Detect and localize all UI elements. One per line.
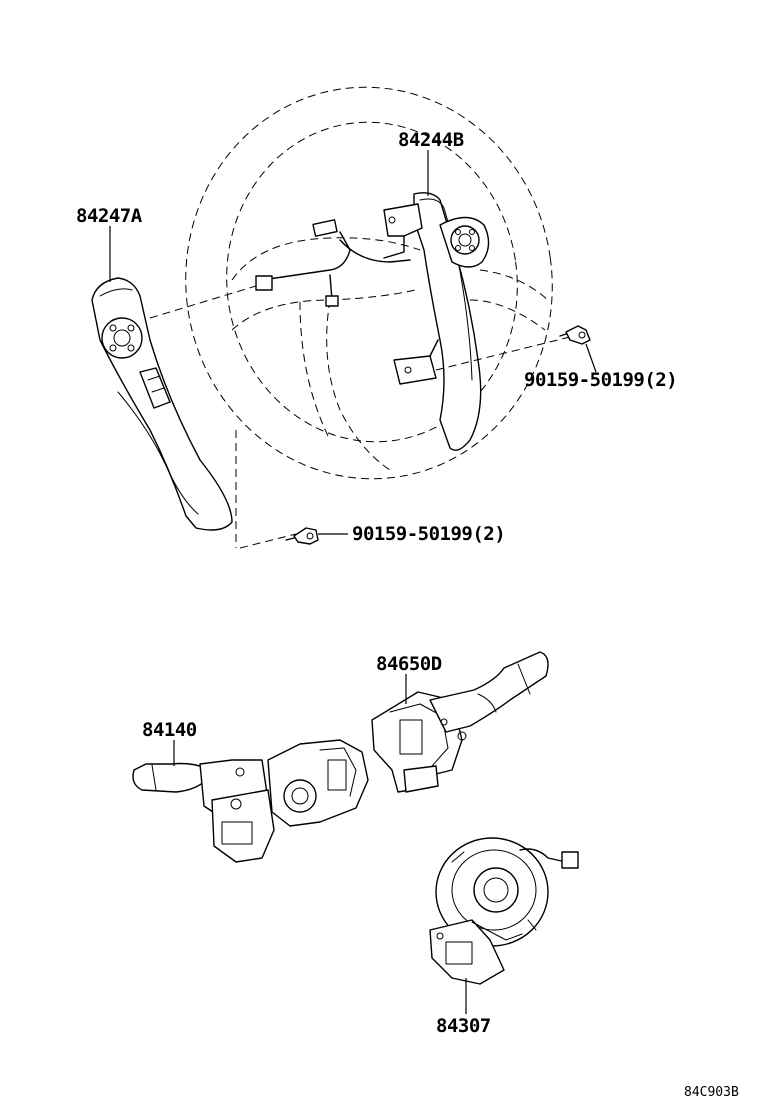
label-84650D: 84650D (376, 653, 442, 675)
label-84140: 84140 (142, 719, 197, 741)
wheel-wire-harness (255, 219, 411, 307)
switch-bezel-right-84244B (383, 192, 490, 451)
guide-left-to-wheel (149, 285, 257, 319)
spiral-cable-84307 (429, 837, 579, 985)
guide-right-bolt (435, 335, 575, 371)
label-bolt-lower: 90159-50199(2) (352, 523, 505, 545)
turn-signal-switch-84140 (132, 739, 369, 863)
label-bolt-upper: 90159-50199(2) (524, 369, 677, 391)
bolt-upper (559, 325, 591, 345)
bolt-lower (285, 527, 319, 545)
leader-bolt-upper (585, 343, 597, 373)
switch-bezel-left-84247A (91, 277, 233, 531)
label-84247A: 84247A (76, 205, 143, 227)
label-diagram-code: 84C903B (684, 1085, 739, 1100)
label-84307: 84307 (436, 1015, 491, 1037)
label-84244B: 84244B (398, 129, 464, 151)
steering-wheel (185, 86, 553, 549)
wiper-switch-84650D (371, 651, 549, 793)
